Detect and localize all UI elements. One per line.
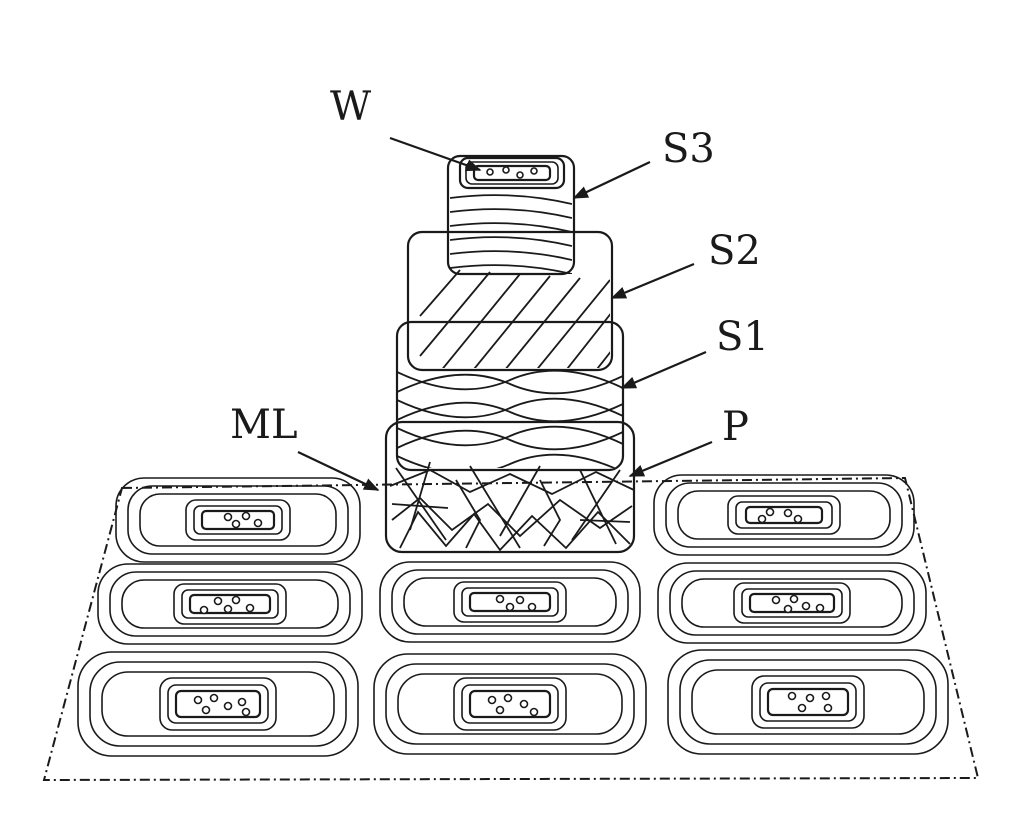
s3-layer: [446, 154, 576, 276]
diagram-labels: W S3 S2 S1 ML P: [230, 84, 769, 450]
cell-bottom-right: [667, 649, 949, 755]
arrow-s2: [610, 262, 695, 300]
w-layer-top: [458, 156, 566, 190]
arrow-ml: [297, 451, 380, 491]
label-w: W: [330, 84, 371, 130]
label-p: P: [722, 404, 749, 450]
arrow-w: [389, 136, 482, 172]
ml-layer: [384, 420, 636, 554]
cell-bottom-left: [77, 651, 359, 757]
arrow-s1: [620, 350, 707, 390]
s1-layer: [395, 320, 625, 472]
layered-fiber-stack: [384, 154, 636, 554]
cell-middle-center: [379, 561, 641, 643]
cell-middle-right: [657, 562, 927, 644]
cell-middle-left: [97, 563, 363, 645]
base-sheet-outline: [42, 476, 980, 782]
cell-grid: [77, 474, 949, 757]
label-s2: S2: [708, 228, 761, 274]
label-s1: S1: [716, 314, 769, 360]
s2-layer: [406, 230, 614, 372]
arrow-p: [628, 440, 713, 478]
cell-top-left: [115, 477, 361, 563]
label-ml: ML: [230, 402, 298, 448]
cell-top-right: [653, 474, 915, 556]
label-s3: S3: [662, 126, 715, 172]
cell-bottom-center: [373, 653, 647, 755]
leader-arrows: [297, 136, 713, 491]
arrow-s3: [572, 161, 651, 199]
